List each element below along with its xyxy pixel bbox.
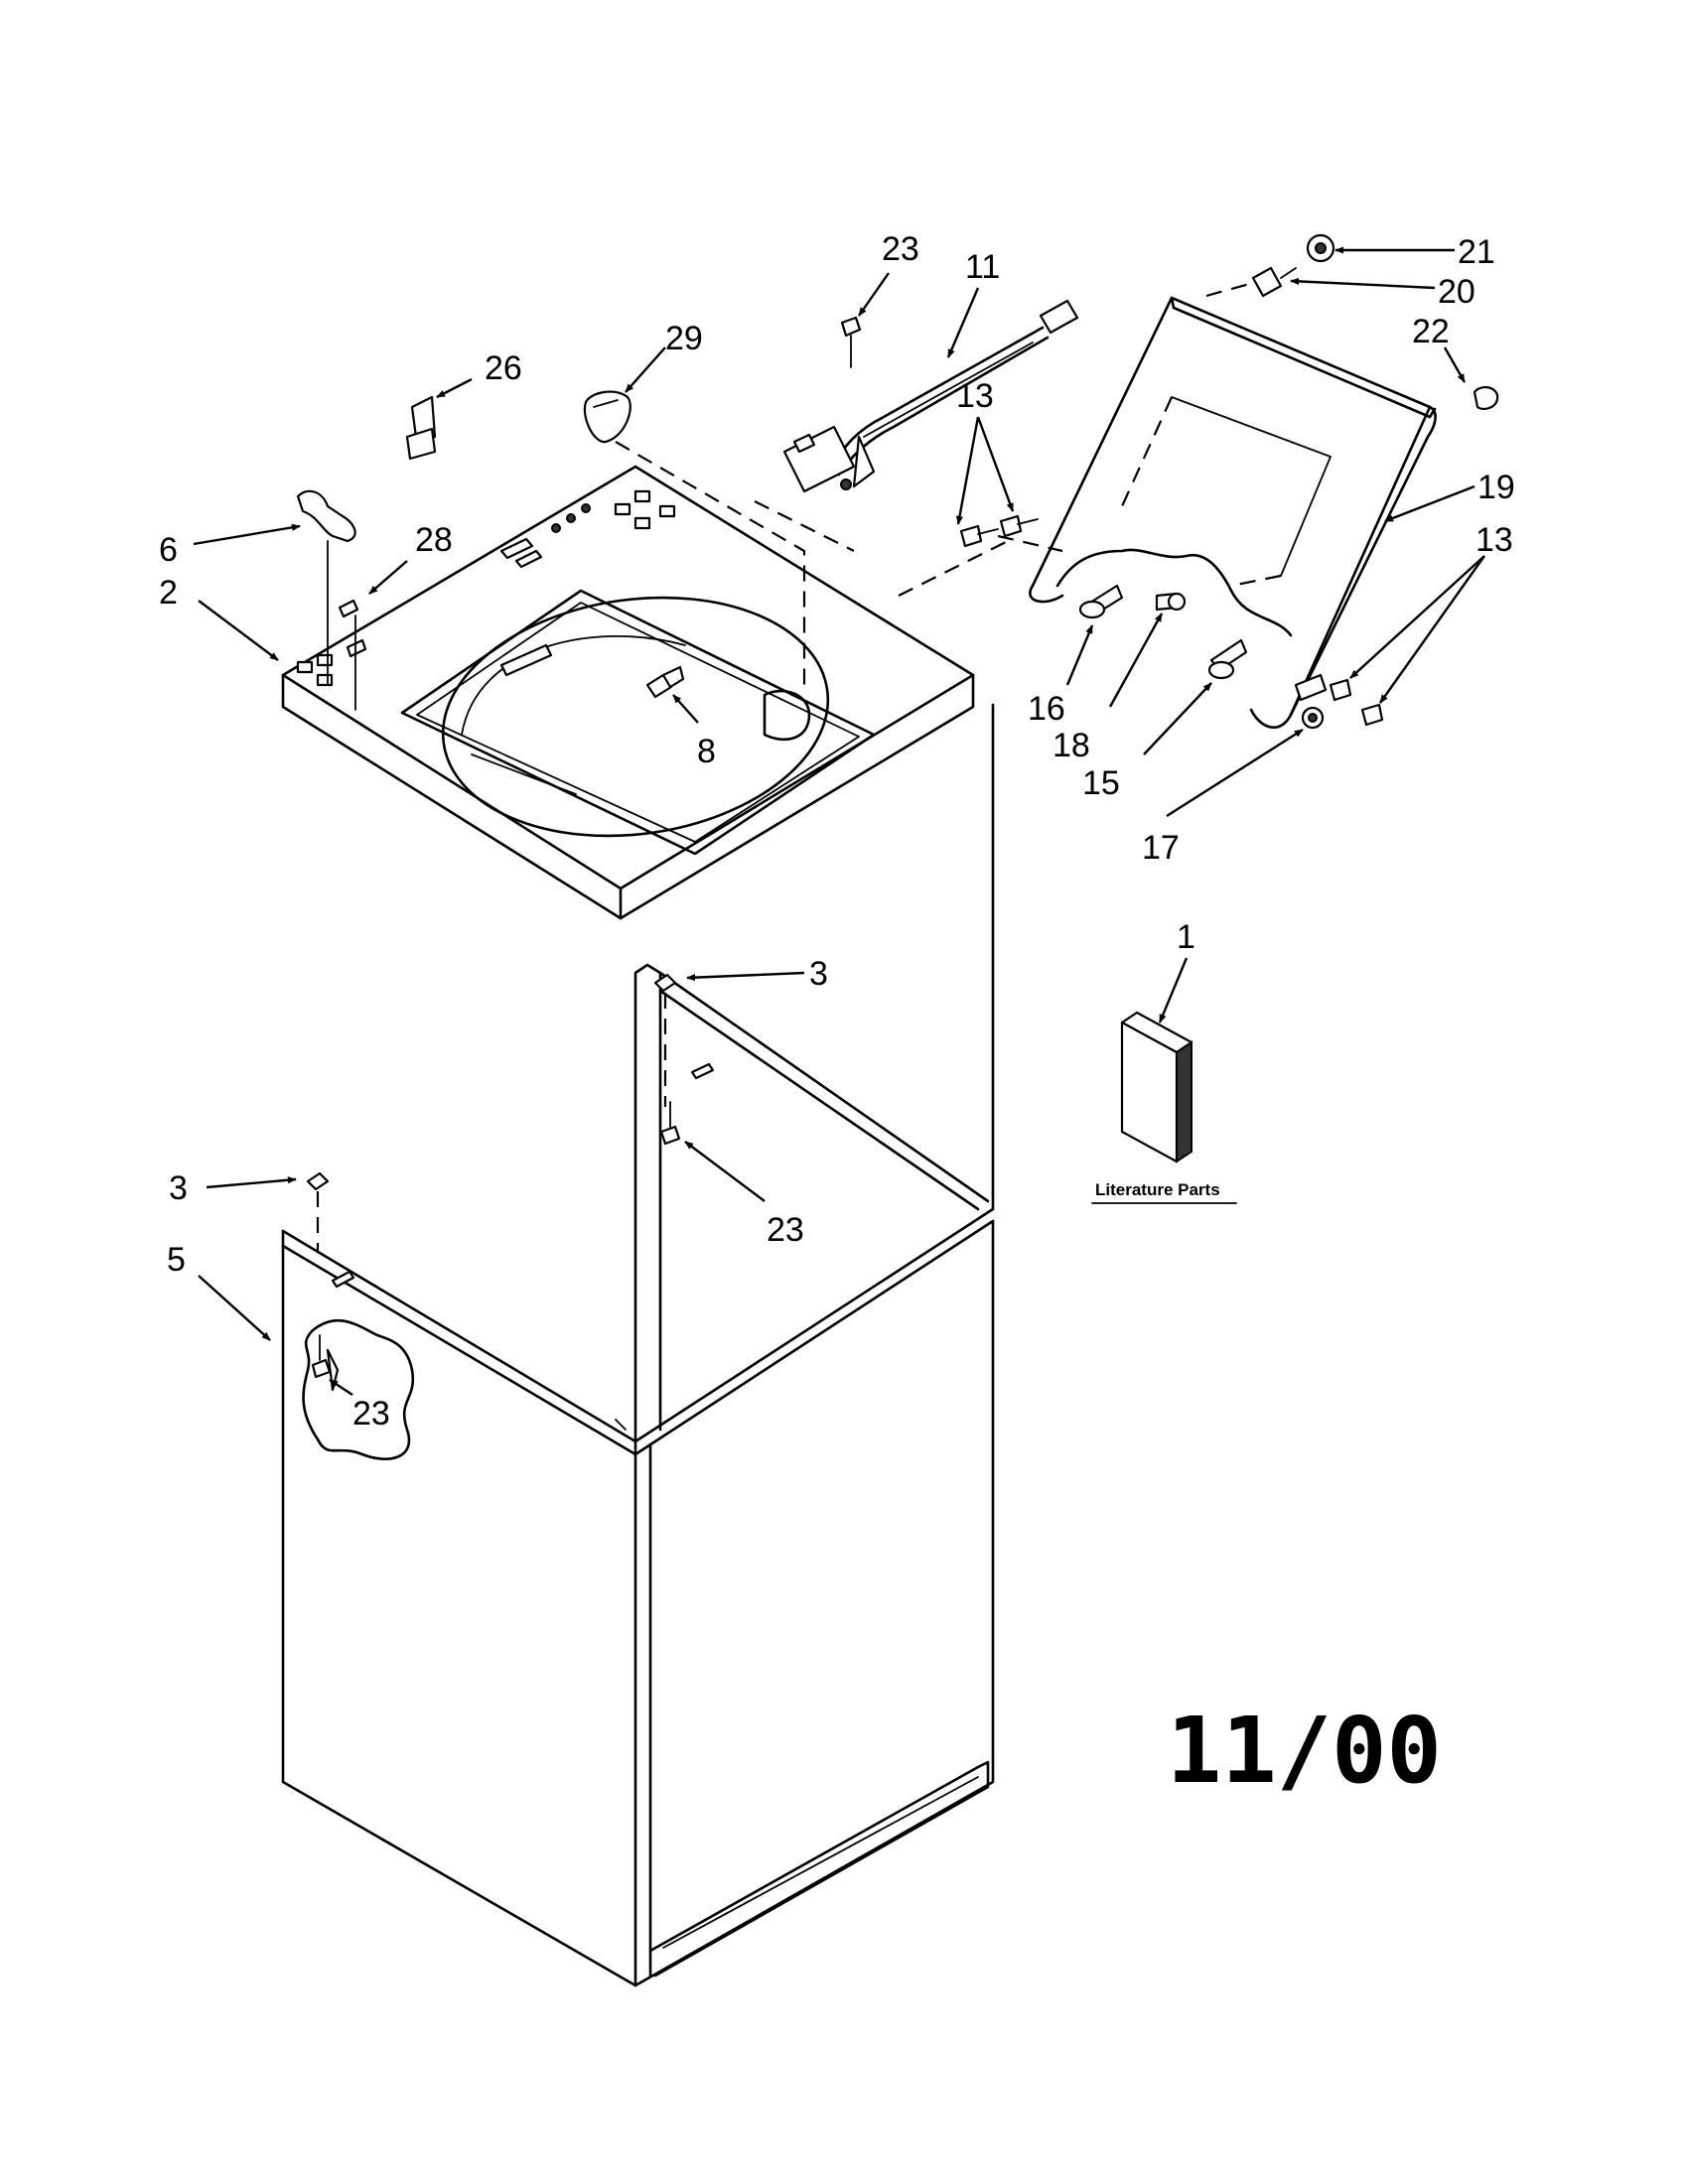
label-part-21: 21 bbox=[1458, 233, 1495, 271]
literature-parts-label: Literature Parts bbox=[1095, 1180, 1220, 1199]
label-part-2: 2 bbox=[159, 574, 178, 612]
revision-date: 11/00 bbox=[1167, 1698, 1442, 1804]
lid bbox=[1029, 296, 1437, 730]
part-labels: 21 20 22 23 11 29 26 13 19 13 6 28 2 8 1… bbox=[159, 230, 1515, 1433]
label-part-23-cutaway: 23 bbox=[352, 1395, 390, 1433]
label-part-28: 28 bbox=[415, 521, 453, 559]
label-part-16: 16 bbox=[1028, 690, 1065, 728]
literature-parts: Literature Parts bbox=[1091, 1011, 1237, 1204]
label-part-13-upper: 13 bbox=[956, 377, 994, 415]
top-cover bbox=[281, 465, 975, 920]
label-part-17: 17 bbox=[1142, 829, 1180, 867]
label-part-11: 11 bbox=[965, 248, 1000, 286]
label-part-23-cabinet: 23 bbox=[767, 1211, 804, 1249]
label-part-23-top: 23 bbox=[882, 230, 919, 268]
label-part-15: 15 bbox=[1082, 764, 1120, 802]
label-part-5: 5 bbox=[167, 1241, 186, 1279]
label-part-29: 29 bbox=[665, 320, 703, 357]
label-part-22: 22 bbox=[1412, 313, 1450, 350]
label-part-3-lower: 3 bbox=[169, 1169, 188, 1207]
label-part-8: 8 bbox=[697, 733, 716, 770]
hardware bbox=[296, 233, 1499, 1379]
label-part-1: 1 bbox=[1177, 918, 1195, 956]
label-part-18: 18 bbox=[1052, 727, 1090, 764]
lid-switch-harness bbox=[754, 299, 1079, 597]
cabinet bbox=[281, 703, 995, 1987]
label-part-13-lower: 13 bbox=[1475, 521, 1513, 559]
label-part-20: 20 bbox=[1438, 273, 1475, 311]
leader-lines bbox=[193, 246, 1485, 1397]
label-part-6: 6 bbox=[159, 531, 178, 569]
label-part-26: 26 bbox=[485, 349, 522, 387]
label-part-19: 19 bbox=[1477, 469, 1515, 506]
label-part-3-upper: 3 bbox=[809, 955, 828, 993]
